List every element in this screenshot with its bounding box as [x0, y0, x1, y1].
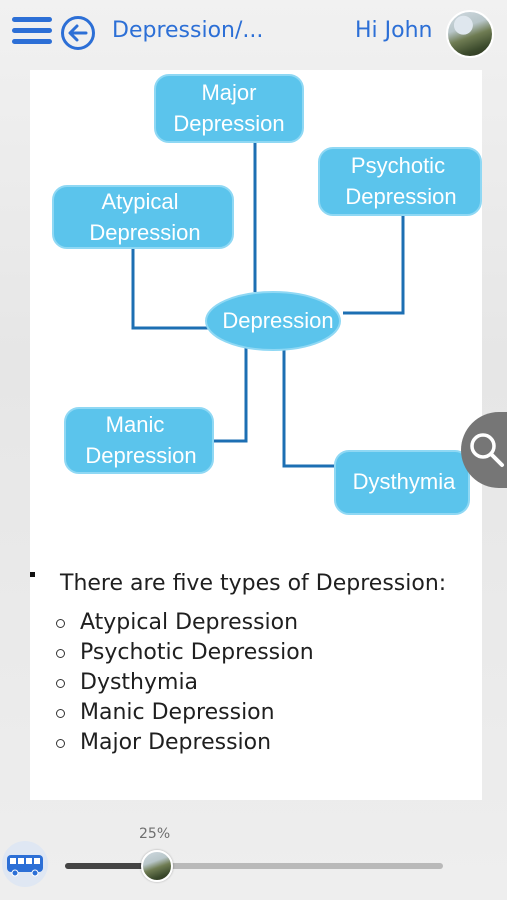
bullet-square	[30, 572, 35, 577]
list-item-label: Psychotic Depression	[80, 640, 314, 665]
node-psychotic-line1: Psychotic	[351, 153, 445, 178]
node-dysthymia: Dysthymia	[334, 450, 470, 515]
page-title: Depression/...	[112, 18, 264, 43]
list-item-label: Manic Depression	[80, 700, 275, 725]
circle-bullet-icon	[56, 679, 65, 688]
content-card: Major Depression Atypical Depression Psy…	[30, 70, 482, 800]
list-item-label: Major Depression	[80, 730, 272, 755]
node-center-depression: Depression	[205, 291, 341, 351]
back-arrow-circle-icon[interactable]	[60, 15, 96, 51]
node-major-line2: Depression	[173, 111, 284, 136]
avatar[interactable]	[446, 10, 494, 58]
node-manic-line1: Manic	[106, 412, 165, 437]
node-manic-line2: Depression	[85, 443, 196, 468]
list-item: Atypical Depression	[56, 608, 314, 638]
progress-percent-label: 25%	[139, 826, 171, 842]
user-greeting: Hi John	[355, 18, 433, 43]
node-psychotic-depression: Psychotic Depression	[318, 147, 482, 216]
diagram-connectors	[131, 142, 405, 468]
node-major-depression: Major Depression	[154, 74, 304, 143]
circle-bullet-icon	[56, 649, 65, 658]
menu-button[interactable]	[12, 17, 52, 49]
hamburger-menu-icon	[12, 17, 52, 22]
node-center-label: Depression	[222, 308, 333, 333]
node-psychotic-line2: Depression	[345, 184, 456, 209]
list-item: Psychotic Depression	[56, 638, 314, 668]
node-dysthymia-label: Dysthymia	[353, 469, 456, 494]
circle-bullet-icon	[56, 709, 65, 718]
intro-text: There are five types of Depression:	[60, 571, 447, 596]
node-manic-depression: Manic Depression	[64, 407, 214, 474]
node-atypical-line2: Depression	[89, 220, 200, 245]
search-icon	[470, 433, 504, 467]
footer-progress: 25%	[0, 805, 507, 900]
list-item: Dysthymia	[56, 668, 314, 698]
bus-button[interactable]	[2, 841, 48, 887]
list-item: Manic Depression	[56, 698, 314, 728]
node-major-line1: Major	[201, 80, 256, 105]
depression-type-list: Atypical Depression Psychotic Depression…	[56, 608, 314, 758]
node-atypical-line1: Atypical	[101, 189, 178, 214]
app-header: Depression/... Hi John	[0, 0, 507, 70]
list-item-label: Atypical Depression	[80, 610, 299, 635]
depression-types-diagram: Major Depression Atypical Depression Psy…	[52, 74, 482, 515]
bus-icon	[7, 855, 43, 877]
list-item: Major Depression	[56, 728, 314, 758]
slider-thumb[interactable]	[141, 850, 173, 882]
circle-bullet-icon	[56, 619, 65, 628]
node-atypical-depression: Atypical Depression	[52, 185, 234, 249]
progress-fill	[65, 863, 156, 869]
circle-bullet-icon	[56, 739, 65, 748]
progress-slider[interactable]	[65, 850, 443, 882]
list-item-label: Dysthymia	[80, 670, 199, 695]
